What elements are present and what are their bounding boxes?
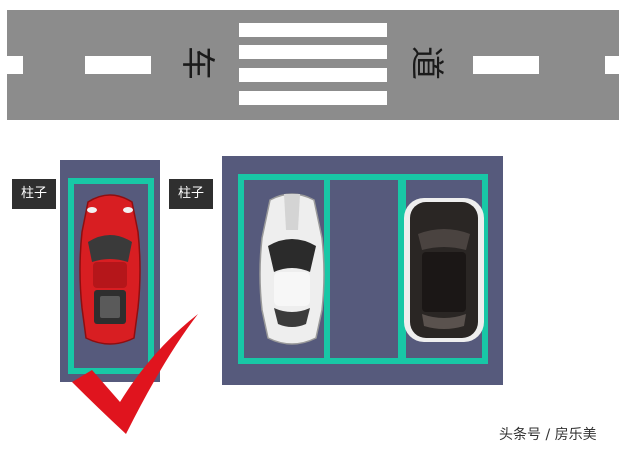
lane-dash: [85, 56, 151, 74]
white-car-roof: [274, 272, 310, 306]
road-label-dao: 道: [406, 46, 446, 80]
parking-stall: [398, 174, 488, 364]
red-sports-car: [79, 194, 141, 345]
parking-stall: [68, 178, 154, 374]
black-suv-roof: [422, 252, 466, 312]
red-car-headlight: [87, 207, 97, 213]
lane-dash-right: [605, 56, 619, 74]
lane-dash-left: [7, 56, 23, 74]
checkmark-stroke: [72, 314, 198, 434]
crosswalk-stripe: [239, 23, 387, 37]
red-car-headlight: [123, 207, 133, 213]
road-label-che: 车: [177, 46, 217, 80]
white-car-hood-stripe: [284, 194, 300, 230]
white-car-rear-window: [274, 308, 310, 327]
black-suv-windshield: [418, 229, 470, 250]
crosswalk-stripe: [239, 91, 387, 105]
red-car-engine-detail: [100, 296, 120, 318]
white-car-windshield: [268, 239, 316, 272]
road: 车 道: [7, 10, 619, 120]
black-suv: [404, 198, 484, 342]
lane-dash: [473, 56, 539, 74]
watermark: 头条号 / 房乐美: [499, 427, 597, 443]
checkmark-icon: [72, 314, 198, 434]
black-suv-rear-window: [422, 314, 466, 329]
crosswalk-stripe: [239, 45, 387, 59]
red-car-windshield: [88, 235, 132, 262]
white-car-body: [259, 193, 325, 345]
crosswalk-stripe: [239, 68, 387, 82]
parking-stall: [324, 174, 406, 364]
pillar-label: 柱子: [169, 179, 213, 209]
pillar-label: 柱子: [12, 179, 56, 209]
white-sports-car: [259, 193, 325, 345]
red-car-cabin: [93, 262, 127, 288]
